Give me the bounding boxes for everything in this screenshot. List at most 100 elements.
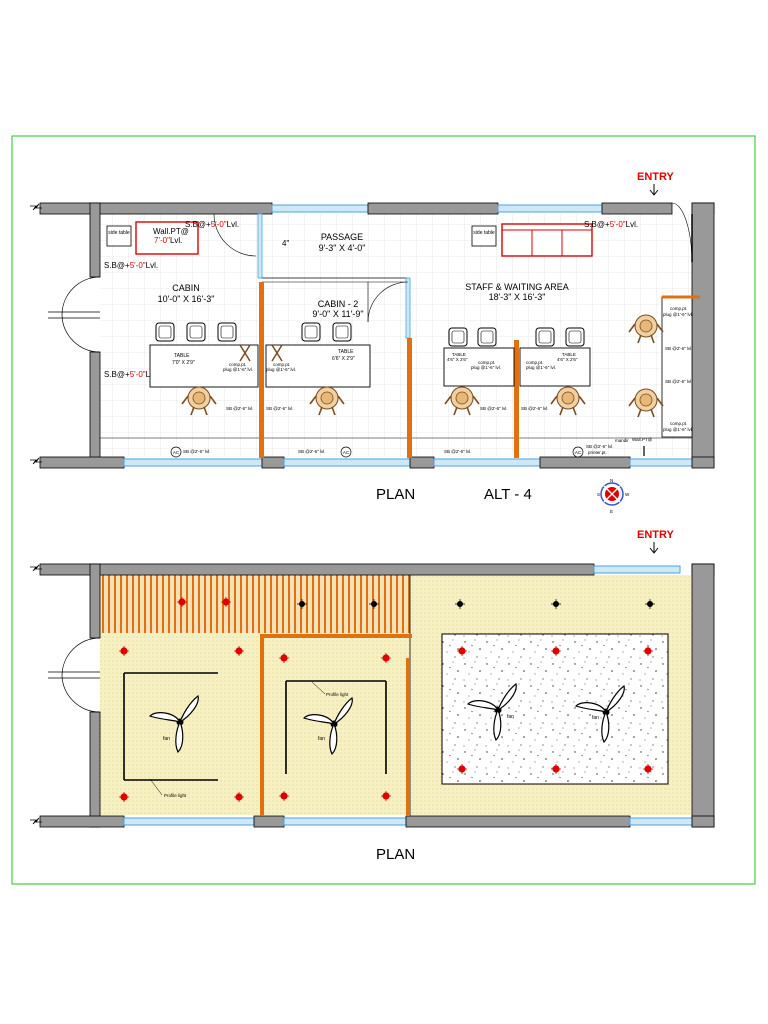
cabin2-size: 9'-0" X 11'-9" [312,309,363,319]
wall-right [691,202,715,468]
window-bottom-4 [629,458,693,467]
side-table-left [106,225,132,247]
cabin-partition-timber [259,282,264,458]
plan-top-title: PLAN [376,486,415,503]
plan-bottom: Profile light Profile light fan fan fan … [30,529,715,863]
fan-label-1: fan [163,736,170,742]
plan-top-subtitle: ALT - 4 [484,486,532,503]
printer-pt: printer.pt. [588,450,607,455]
cabin2-partition-timber [407,338,412,458]
ac-unit-1 [170,446,182,458]
cabin-sofa [135,221,199,255]
wall-left-top [89,202,101,278]
plug-3: plug @1'-6" lvl. [471,365,501,370]
plan-top: side table side table Wall.PT@ 7'-0"Lvl.… [30,171,715,514]
profile-light-cabin2 [285,680,387,774]
table-2-label: TABLE [338,349,354,355]
sb-bottom-4: SB @2'-6" lvl. [586,444,614,449]
staff-name: STAFF & WAITING AREA [465,282,569,292]
ac-3-label: AC [575,450,582,455]
table-4-size: 4'6" X 2'6" [557,357,578,362]
passage-name: PASSAGE [321,232,363,242]
wall-pt-right: Wall.PT@ [632,437,653,442]
window-bottom-3 [433,458,541,467]
wall-bottom-3 [409,456,435,469]
comp-pt-4: comp.pt. [526,360,543,365]
staff-size: 18'-3" X 16'-3" [489,292,546,302]
wall-bottom-1 [39,456,125,469]
comp-pt-3: comp.pt. [478,360,495,365]
window-top-bottom-plan [593,565,681,574]
table-1-label: TABLE [174,353,190,359]
comp-pt-6: comp.pt. [670,421,687,426]
compass-s: S [597,492,600,497]
false-ceiling-staff [441,633,669,785]
ac-unit-2 [340,446,352,458]
cabin2-partition-glass [405,277,411,339]
passage-size: 9'-3" X 4'-0" [319,243,366,253]
plug-5: plug @1'-6" lvl. [663,312,693,317]
ac-unit-3 [572,446,584,458]
cabin-name: CABIN [172,283,200,293]
sb-bottom-1: SB @2'-6" lvl. [183,449,211,454]
sb-bottom-3: SB @2'-6" lvl. [444,449,472,454]
fan-label-2: fan [318,736,325,742]
side-table-left-label: side table [108,230,130,236]
sb-top-cabin: S.B@+5'-0"Lvl. [185,220,239,229]
wall-left-bottom [89,351,101,468]
table-2 [265,344,371,388]
wall-bottom-4 [539,456,631,469]
comp-pt-5: comp.pt. [670,306,687,311]
sb-cabin2: SB @2'-6" lvl. [266,406,294,411]
table-3-size: 4'6" X 2'6" [447,357,468,362]
wood-strip-ceiling [100,575,410,633]
side-table-right [471,225,497,247]
cabin2-top-timber [260,634,412,638]
plug-4: plug @1'-6" lvl. [526,365,556,370]
passage-dim: 4" [282,239,289,248]
wall-top-right [601,202,673,215]
wall-top-bottom-plan [39,563,595,576]
side-table-right-label: side table [473,230,495,236]
ac-2-label: AC [343,450,350,455]
wall-bottom-2 [261,456,285,469]
compass-w: W [625,492,630,497]
table-4-label: TABLE [562,352,576,357]
fan-label-4: fan [592,715,599,721]
sb-right-2: SB @2'-6" lvl. [665,379,693,384]
mandir-label: mandir [615,438,629,443]
ac-1-label: AC [173,450,180,455]
profile-light-cabin [123,672,218,781]
plan-bottom-title: PLAN [376,846,415,863]
profile-light-label-2: Profile light [326,692,349,697]
sb-right-1: SB @2'-6" lvl. [665,346,693,351]
table-1-size: 7'0" X 2'9" [172,360,195,366]
plug-2: plug @1'-6" lvl. [266,367,296,372]
plug-1: plug @1'-6" lvl. [223,367,253,372]
cabin2-name: CABIN - 2 [318,299,359,309]
wall-top-left [39,202,273,215]
table-2-size: 6'6" X 2'9" [332,356,355,362]
profile-light-label-1: Profile light [164,793,187,798]
sb-left-upper: S.B@+5'-0"Lvl. [104,261,158,270]
table-4 [519,347,591,387]
waiting-sofa [501,223,593,257]
table-3-label: TABLE [452,352,466,357]
compass-e: E [610,509,613,514]
entry-label-bottom: ENTRY [637,529,675,541]
cabin-partition-glass [257,213,263,279]
compass-icon [600,482,624,506]
window-bottom-2 [283,458,411,467]
table-3 [443,347,515,387]
sb-cabin: SB @2'-6" lvl. [226,406,254,411]
sb-staff-2: SB @2'-6" lvl. [521,406,549,411]
fan-label-3: fan [507,714,514,720]
sheet-frame [11,135,756,885]
plug-6: plug @1'-6" lvl. [663,427,693,432]
wall-pt-lvl-label: 7'-0"Lvl. [154,236,182,245]
cabin-divider-timber-bottom [260,634,264,816]
window-bottom-1 [123,458,263,467]
staff-divider-timber [514,340,519,458]
compass-n: N [610,478,613,483]
